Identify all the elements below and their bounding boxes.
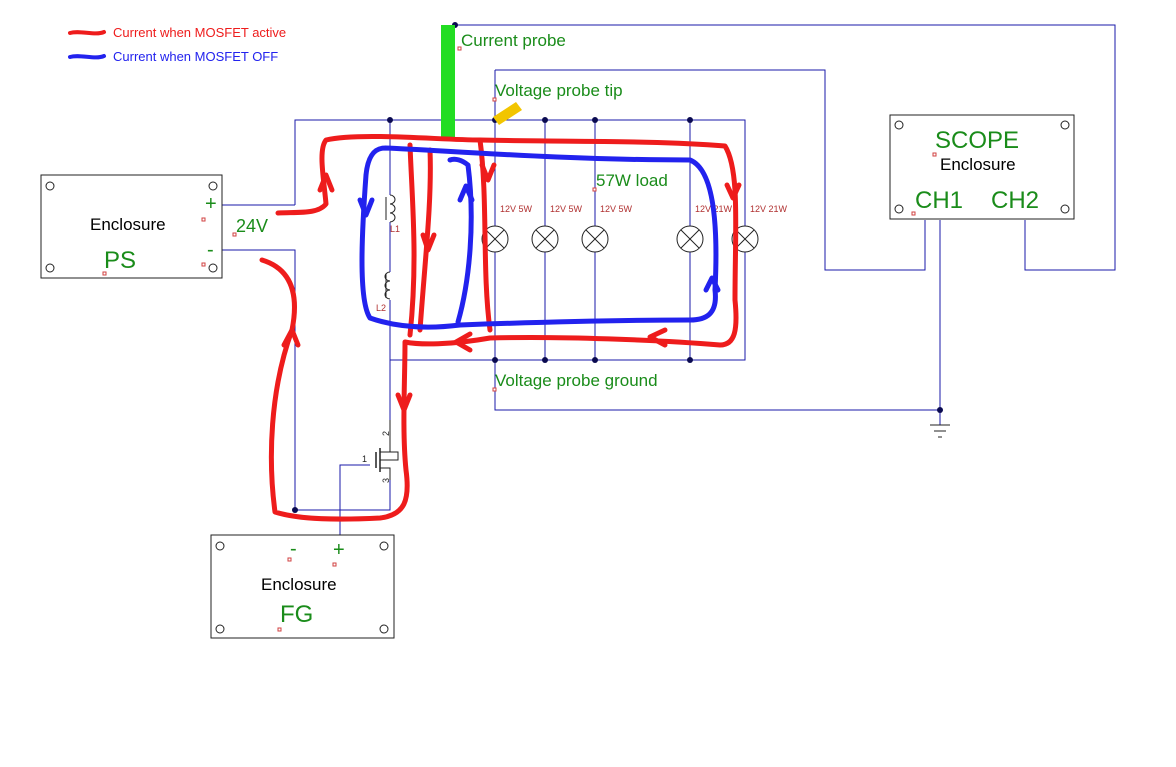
ps-enclosure-label: Enclosure — [90, 215, 166, 234]
wires — [222, 24, 1116, 535]
current-probe-label: Current probe — [461, 31, 566, 50]
red-current-path — [259, 133, 742, 522]
load-label: 57W load — [596, 171, 668, 190]
ps-voltage-label: 24V — [236, 216, 268, 236]
lamp-1-rating: 12V 5W — [500, 204, 533, 214]
lamp-4 — [676, 225, 704, 253]
ps-name: PS — [104, 247, 136, 274]
lamp-2 — [531, 225, 559, 253]
lamp-3 — [581, 225, 609, 253]
mosfet-pin-1: 1 — [362, 454, 367, 464]
lamp-5-rating: 12V 21W — [750, 204, 788, 214]
current-probe-marker — [441, 25, 455, 140]
legend-red-label: Current when MOSFET active — [113, 25, 286, 40]
inductor-l1-label: L1 — [390, 224, 400, 234]
lamp-1 — [481, 225, 509, 253]
voltage-probe-tip-marker — [493, 102, 522, 125]
mosfet-pin-2: 2 — [381, 431, 391, 436]
lamp-5 — [731, 225, 759, 253]
junction-nodes — [292, 22, 943, 513]
legend-blue-label: Current when MOSFET OFF — [113, 49, 278, 64]
fg-minus-terminal: - — [290, 538, 297, 560]
voltage-probe-ground-label: Voltage probe ground — [495, 371, 658, 390]
blue-current-path — [357, 145, 721, 330]
inductor-l1: L1 — [385, 194, 400, 234]
ps-plus-terminal: + — [205, 193, 217, 215]
ps-enclosure: Enclosure PS + - — [40, 174, 223, 279]
inductor-l2-label: L2 — [376, 303, 386, 313]
scope-enclosure: SCOPE Enclosure CH1 CH2 — [889, 114, 1075, 220]
legend-red-swatch — [68, 30, 106, 36]
scope-ch2-label: CH2 — [991, 187, 1039, 214]
scope-enclosure-label: Enclosure — [940, 155, 1016, 174]
mosfet-pin-3: 3 — [381, 478, 391, 483]
ps-minus-terminal: - — [207, 239, 214, 261]
mosfet: 1 2 3 — [362, 420, 399, 483]
lamp-2-rating: 12V 5W — [550, 204, 583, 214]
voltage-probe-tip-label: Voltage probe tip — [495, 81, 623, 100]
lamp-group: 12V 5W 12V 5W 12V 5W 12V 21W 12V 21W — [481, 204, 788, 253]
fg-name: FG — [280, 601, 313, 628]
legend-blue-swatch — [68, 54, 106, 60]
scope-ch1-label: CH1 — [915, 187, 963, 214]
fg-plus-terminal: + — [333, 539, 345, 561]
scope-name: SCOPE — [935, 127, 1019, 154]
inductor-l2: L2 — [376, 271, 391, 313]
lamp-3-rating: 12V 5W — [600, 204, 633, 214]
fg-enclosure-label: Enclosure — [261, 575, 337, 594]
fg-enclosure: Enclosure FG - + — [210, 534, 395, 639]
legend: Current when MOSFET active Current when … — [68, 25, 286, 64]
